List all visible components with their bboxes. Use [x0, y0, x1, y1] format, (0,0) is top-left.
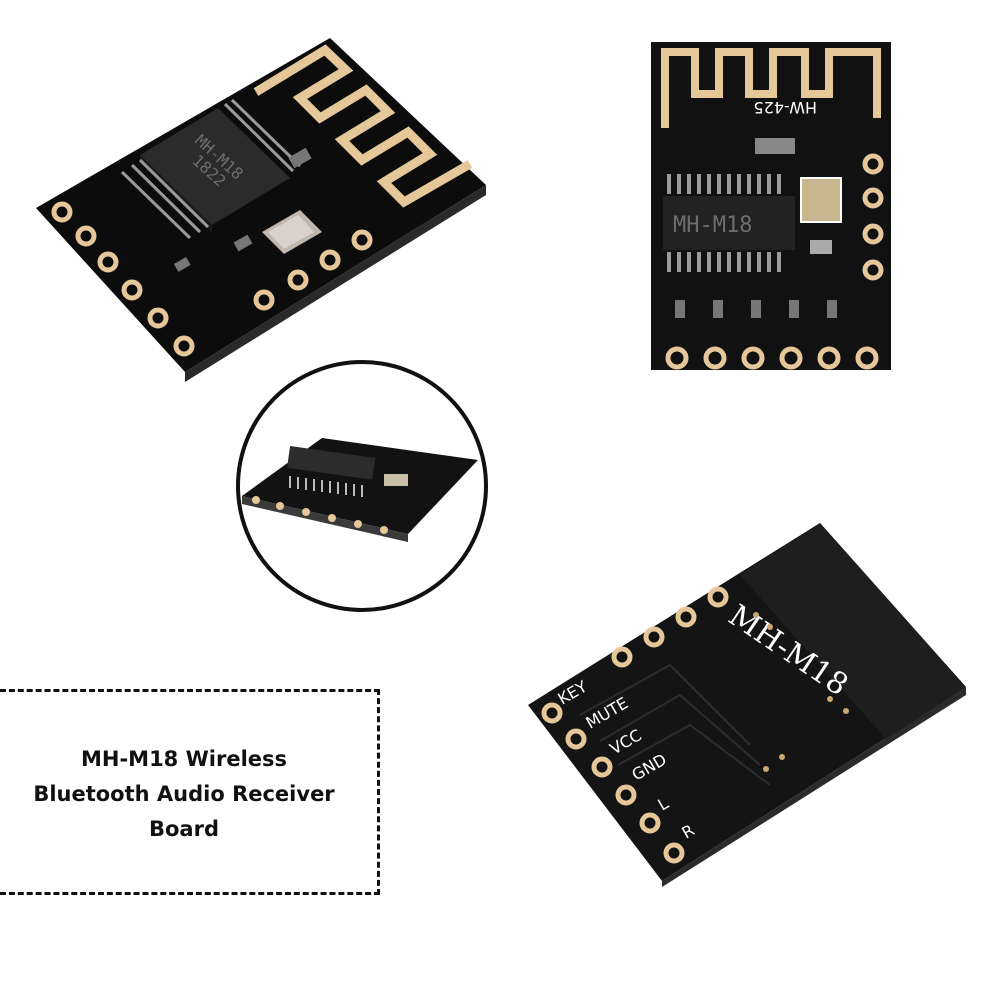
board-photo-angled-top: MH-M18 1822 [36, 38, 486, 382]
closeup-border [236, 360, 488, 612]
castellated-pads [252, 496, 388, 534]
caption-box [0, 689, 380, 895]
crystal-component [800, 177, 842, 223]
caption-line-1: MH-M18 Wireless [80, 747, 288, 771]
small-components-row [675, 300, 837, 318]
product-caption: MH-M18 Wireless Bluetooth Audio Receiver… [0, 742, 368, 847]
pads-top [611, 586, 729, 668]
antenna-area [740, 523, 966, 739]
model-label: HW-425 [753, 98, 817, 117]
board-photo-underside: MH-M18 KEY MUTE VCC GND L R [528, 523, 966, 887]
castellated-pads-left [541, 702, 685, 864]
chip-pins [667, 174, 781, 272]
caption-line-3: Board [149, 817, 219, 841]
pads-bottom [253, 229, 373, 311]
board-closeup-circle [236, 360, 488, 612]
antenna-trace [253, 44, 473, 208]
smd-component [810, 240, 832, 254]
crystal-component [384, 474, 408, 486]
chip-label: MH-M18 [673, 213, 752, 238]
smd-components [173, 147, 312, 272]
chip-pins [289, 476, 363, 497]
castellated-pads-bottom [665, 346, 879, 370]
pads-right [862, 153, 884, 281]
crystal-component [262, 210, 322, 254]
smd-component [755, 138, 795, 154]
pcb-traces [579, 663, 771, 786]
ic-chip [287, 445, 376, 480]
vias [753, 612, 849, 772]
castellated-pads-left [51, 201, 195, 357]
board-photo-top-view: HW-425 MH-M18 [651, 42, 891, 370]
ic-chip: MH-M18 [663, 196, 795, 250]
antenna-trace [661, 48, 881, 128]
caption-line-2: Bluetooth Audio Receiver [33, 782, 335, 806]
chip-pins [120, 98, 302, 240]
